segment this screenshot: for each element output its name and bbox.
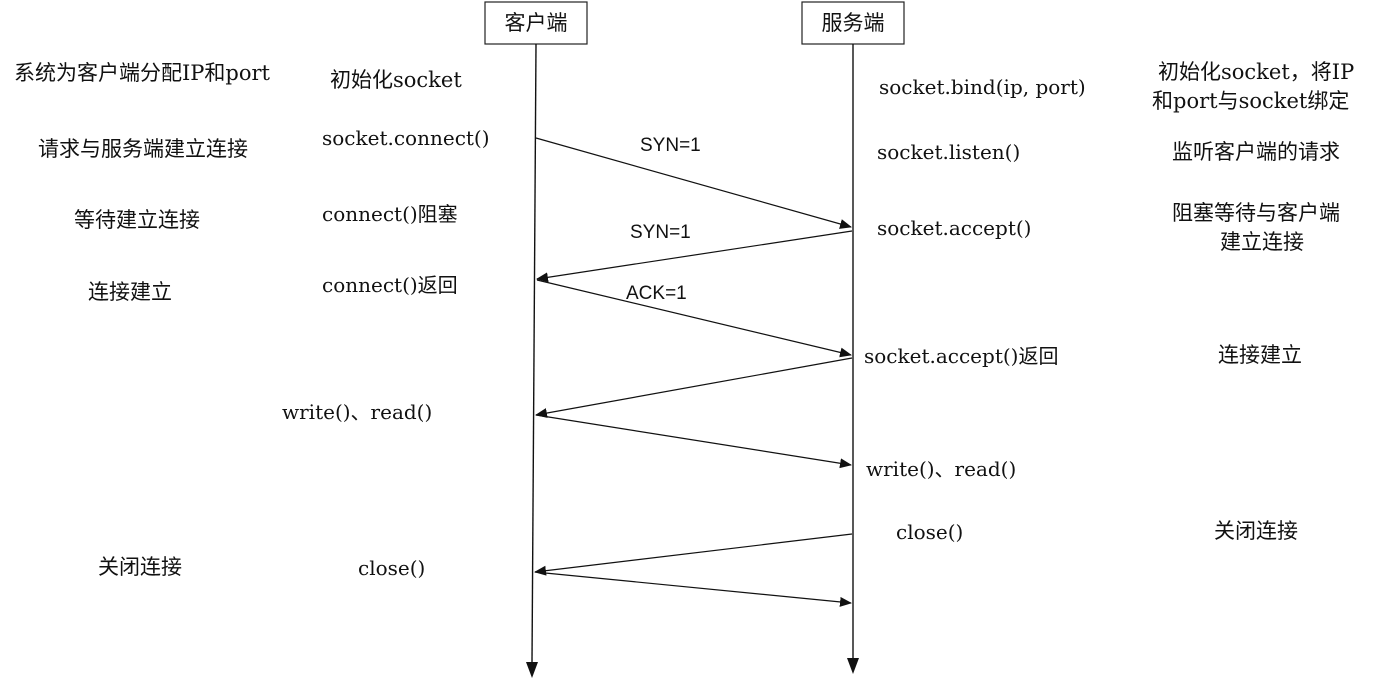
server-box bbox=[801, 1, 905, 45]
ack-arrow-client-to-server bbox=[536, 279, 852, 358]
call-server-close: close() bbox=[896, 520, 963, 544]
client-lifeline bbox=[531, 43, 537, 663]
data-arrow-client-to-server bbox=[535, 414, 852, 469]
call-socket-accept-return: socket.accept()返回 bbox=[864, 344, 1058, 368]
call-socket-listen: socket.listen() bbox=[877, 140, 1020, 164]
call-server-write-read: write()、read() bbox=[866, 457, 1016, 481]
call-socket-connect: socket.connect() bbox=[322, 126, 490, 150]
client-box bbox=[484, 1, 588, 45]
call-client-close: close() bbox=[358, 556, 425, 580]
call-client-write-read: write()、read() bbox=[282, 400, 432, 424]
syn-arrow-server-to-client bbox=[536, 230, 853, 283]
call-connect-return: connect()返回 bbox=[322, 273, 458, 297]
call-socket-accept: socket.accept() bbox=[877, 216, 1031, 240]
client-title: 客户端 bbox=[505, 11, 568, 35]
ack-label: ACK=1 bbox=[626, 283, 687, 304]
note-init-bind-line2: 和port与socket绑定 bbox=[1152, 89, 1349, 113]
call-socket-bind: socket.bind(ip, port) bbox=[879, 75, 1086, 99]
call-init-socket: 初始化socket bbox=[330, 68, 462, 92]
client-lifeline-end-arrow bbox=[526, 662, 538, 678]
note-assign-ip-port: 系统为客户端分配IP和port bbox=[14, 61, 271, 85]
note-wait-connect: 等待建立连接 bbox=[74, 208, 200, 232]
note-request-connect: 请求与服务端建立连接 bbox=[38, 137, 248, 161]
server-lifeline-end-arrow bbox=[847, 658, 859, 674]
syn-label-1: SYN=1 bbox=[640, 135, 701, 156]
note-server-close: 关闭连接 bbox=[1214, 519, 1298, 543]
server-title: 服务端 bbox=[822, 11, 885, 35]
call-connect-block: connect()阻塞 bbox=[322, 202, 458, 226]
syn-label-2: SYN=1 bbox=[630, 222, 691, 243]
note-server-connected: 连接建立 bbox=[1218, 343, 1302, 367]
note-init-bind-line1: 初始化socket，将IP bbox=[1158, 60, 1354, 84]
note-client-connected: 连接建立 bbox=[88, 280, 172, 304]
syn-arrow-client-to-server bbox=[535, 137, 852, 229]
close-arrow-client-to-server bbox=[534, 571, 852, 607]
note-client-close: 关闭连接 bbox=[98, 555, 182, 579]
close-arrow-server-to-client bbox=[534, 533, 853, 576]
note-listen-requests: 监听客户端的请求 bbox=[1172, 140, 1340, 164]
note-block-wait-line2: 建立连接 bbox=[1220, 230, 1304, 254]
note-block-wait-line1: 阻塞等待与客户端 bbox=[1172, 201, 1340, 225]
data-arrow-server-to-client bbox=[535, 357, 853, 418]
